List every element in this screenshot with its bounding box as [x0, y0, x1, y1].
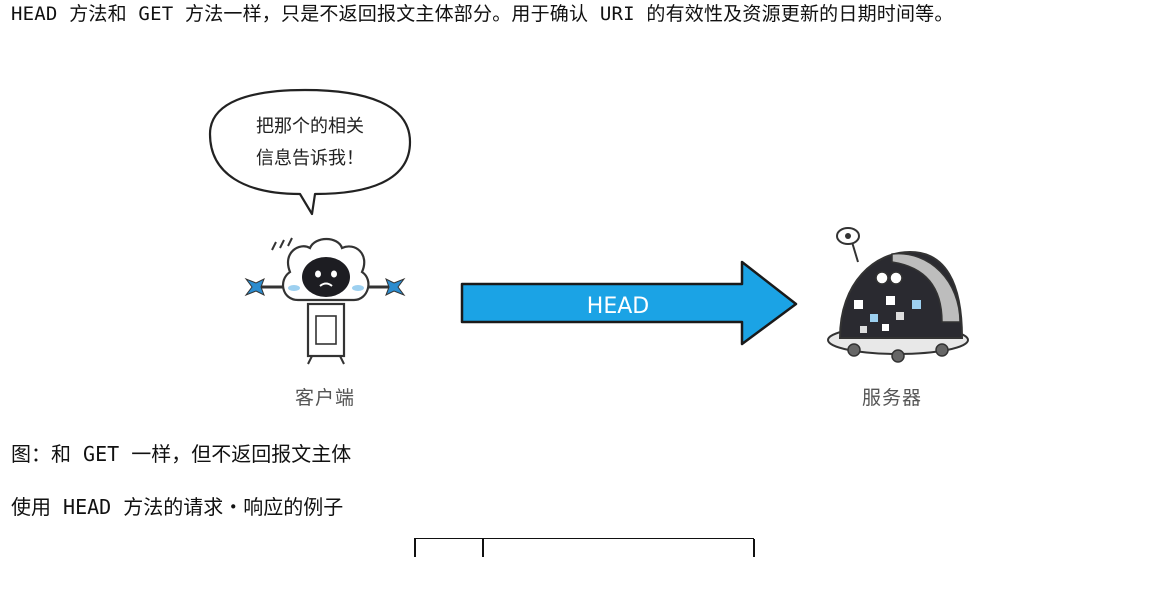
server-robot-icon — [827, 227, 969, 363]
example-subheading: 使用 HEAD 方法的请求・响应的例子 — [11, 495, 344, 519]
speech-bubble: 把那个的相关 信息告诉我！ — [208, 88, 412, 216]
server-label: 服务器 — [862, 387, 923, 409]
client-label: 客户端 — [295, 387, 356, 409]
table-border-left — [414, 539, 416, 557]
client-robot-icon — [244, 237, 406, 365]
illustration-drawing: 把那个的相关 信息告诉我！ — [208, 88, 969, 365]
figure-caption: 图：和 GET 一样，但不返回报文主体 — [11, 442, 352, 466]
table-column-divider — [482, 539, 484, 557]
table-border-right — [753, 539, 755, 557]
head-method-illustration: 把那个的相关 信息告诉我！ — [190, 82, 990, 412]
intro-paragraph: HEAD 方法和 GET 方法一样，只是不返回报文主体部分。用于确认 URI 的… — [11, 3, 954, 25]
arrow-label: HEAD — [587, 294, 649, 319]
example-table-top — [414, 538, 755, 557]
head-request-arrow: HEAD — [460, 260, 798, 346]
speech-line-1: 把那个的相关 — [256, 116, 364, 137]
speech-line-2: 信息告诉我！ — [256, 148, 364, 169]
